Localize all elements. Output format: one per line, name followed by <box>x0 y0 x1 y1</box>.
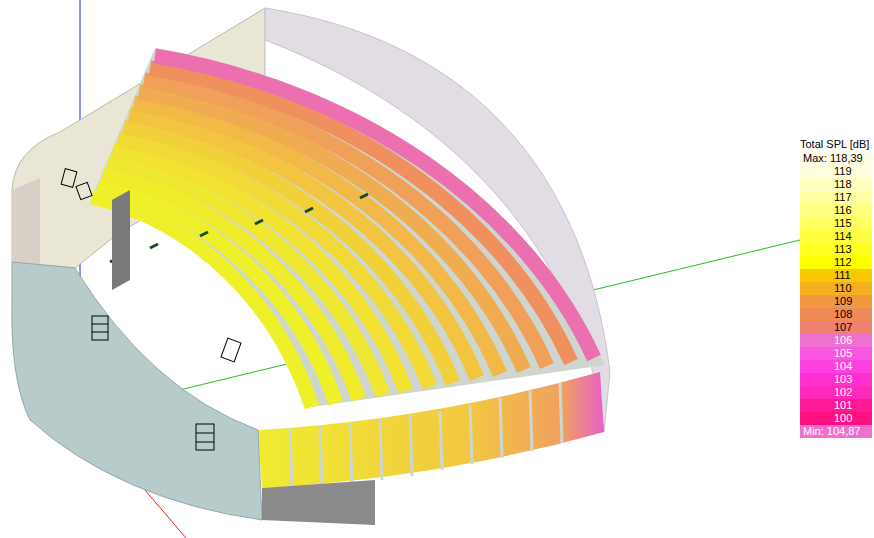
legend-swatch: 117 <box>800 191 872 204</box>
legend-value: 119 <box>800 165 872 178</box>
stage-floor <box>12 262 262 520</box>
aisle-marks <box>110 194 368 262</box>
legend-swatch: 101 <box>800 399 872 412</box>
legend-value: 107 <box>800 321 872 334</box>
legend-value: 111 <box>800 269 872 282</box>
legend-value: 108 <box>800 308 872 321</box>
lower-steps <box>290 383 562 488</box>
side-block <box>262 480 375 525</box>
legend-panel: Max: 118,3911911811711611511411311211111… <box>800 152 872 438</box>
legend-value: Max: 118,39 <box>800 152 872 165</box>
legend-swatch: 109 <box>800 295 872 308</box>
legend-value: 100 <box>800 412 872 425</box>
legend-swatch: 116 <box>800 204 872 217</box>
legend-value: 116 <box>800 204 872 217</box>
legend-value: 109 <box>800 295 872 308</box>
legend-value: 106 <box>800 334 872 347</box>
legend-swatch: 113 <box>800 243 872 256</box>
legend-value: 113 <box>800 243 872 256</box>
seat-rows <box>92 56 594 407</box>
legend-swatch: 104 <box>800 360 872 373</box>
legend-title: Total SPL [dB] <box>800 138 869 151</box>
legend-swatch: 114 <box>800 230 872 243</box>
legend-value: 101 <box>800 399 872 412</box>
legend-swatch: 112 <box>800 256 872 269</box>
legend-swatch: 103 <box>800 373 872 386</box>
legend-swatch: 100 <box>800 412 872 425</box>
legend-swatch: 106 <box>800 334 872 347</box>
legend-value: 103 <box>800 373 872 386</box>
legend-swatch: Min: 104,87 <box>800 425 872 438</box>
side-block <box>112 190 130 290</box>
legend-swatch: 110 <box>800 282 872 295</box>
legend-value: 105 <box>800 347 872 360</box>
legend-value: 104 <box>800 360 872 373</box>
seating-base <box>92 48 605 407</box>
legend-value: 117 <box>800 191 872 204</box>
legend-value: 114 <box>800 230 872 243</box>
legend-value: 118 <box>800 178 872 191</box>
legend-value: 112 <box>800 256 872 269</box>
legend-value: 110 <box>800 282 872 295</box>
legend-swatch: Max: 118,39 <box>800 152 872 165</box>
legend-value: 102 <box>800 386 872 399</box>
legend-swatch: 105 <box>800 347 872 360</box>
legend-swatch: 111 <box>800 269 872 282</box>
legend-swatch: 118 <box>800 178 872 191</box>
legend-swatch: 108 <box>800 308 872 321</box>
lower-seats <box>258 372 604 488</box>
legend-value: 115 <box>800 217 872 230</box>
legend-value: Min: 104,87 <box>800 425 872 438</box>
legend-swatch: 115 <box>800 217 872 230</box>
loudspeakers <box>61 169 241 450</box>
legend-swatch: 107 <box>800 321 872 334</box>
legend-swatch: 119 <box>800 165 872 178</box>
legend-swatch: 102 <box>800 386 872 399</box>
wall-side <box>12 178 40 265</box>
